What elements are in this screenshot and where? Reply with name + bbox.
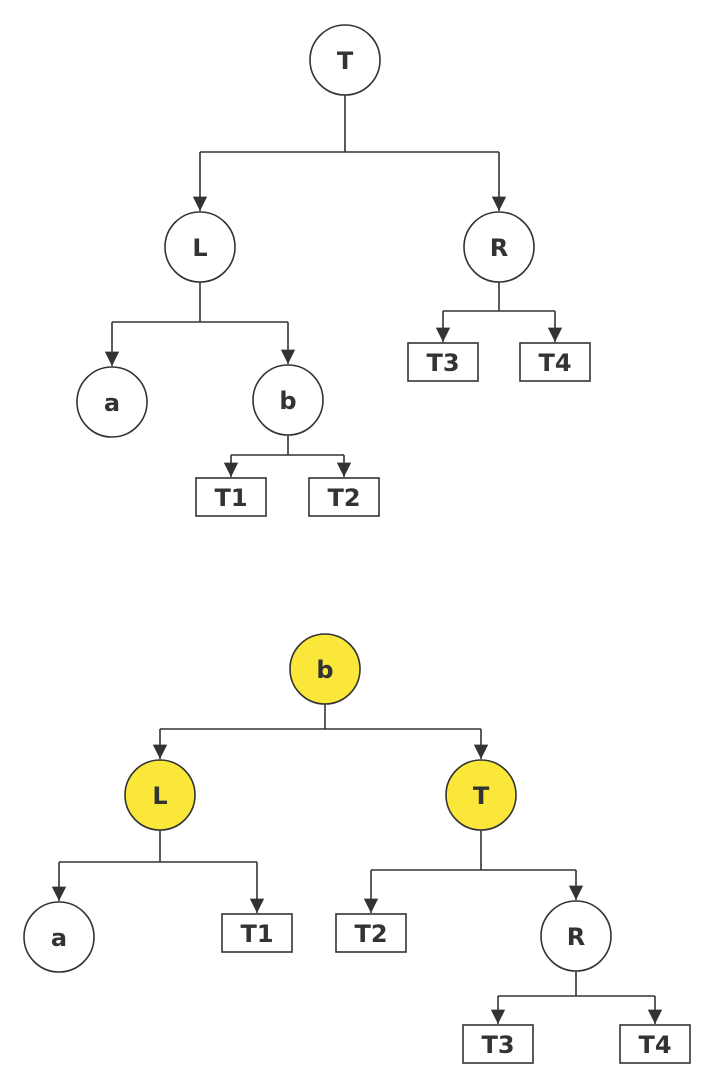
node-label: T3 <box>426 349 459 377</box>
node-label: a <box>104 389 120 417</box>
node-R: R <box>540 900 612 972</box>
node-label: T <box>337 47 354 75</box>
node-box <box>221 913 293 953</box>
node-circle <box>76 366 148 438</box>
node-box <box>619 1024 691 1064</box>
node-circle <box>289 633 361 705</box>
tree-before: T L Ra bT1 T2 T3 T4 <box>76 24 591 517</box>
node-T2: T2 <box>308 477 380 517</box>
node-T4: T4 <box>519 342 591 382</box>
node-T1: T1 <box>221 913 293 953</box>
node-T2: T2 <box>335 913 407 953</box>
node-T: T <box>309 24 381 96</box>
node-circle <box>124 759 196 831</box>
node-circle <box>23 901 95 973</box>
node-circle <box>463 211 535 283</box>
node-a: a <box>23 901 95 973</box>
node-label: T <box>473 782 490 810</box>
node-label: T4 <box>538 349 571 377</box>
tree-after: bL Ta T1 T2 R T3 T4 <box>23 633 691 1064</box>
node-circle <box>445 759 517 831</box>
node-label: b <box>279 387 296 415</box>
node-label: T1 <box>214 484 247 512</box>
node-a: a <box>76 366 148 438</box>
node-L: L <box>124 759 196 831</box>
node-label: L <box>192 234 207 262</box>
node-T1: T1 <box>195 477 267 517</box>
node-T3: T3 <box>407 342 479 382</box>
node-L: L <box>164 211 236 283</box>
node-box <box>308 477 380 517</box>
node-label: T1 <box>240 920 273 948</box>
node-b: b <box>289 633 361 705</box>
node-circle <box>309 24 381 96</box>
node-label: a <box>51 924 67 952</box>
node-box <box>462 1024 534 1064</box>
node-label: R <box>567 923 585 951</box>
node-R: R <box>463 211 535 283</box>
node-label: T2 <box>354 920 387 948</box>
node-box <box>407 342 479 382</box>
node-label: L <box>152 782 167 810</box>
node-label: b <box>316 656 333 684</box>
node-b: b <box>252 364 324 436</box>
node-box <box>335 913 407 953</box>
node-label: R <box>490 234 508 262</box>
node-box <box>195 477 267 517</box>
node-label: T2 <box>327 484 360 512</box>
node-box <box>519 342 591 382</box>
node-circle <box>252 364 324 436</box>
node-label: T4 <box>638 1031 671 1059</box>
node-circle <box>540 900 612 972</box>
node-T: T <box>445 759 517 831</box>
node-circle <box>164 211 236 283</box>
node-T4: T4 <box>619 1024 691 1064</box>
node-label: T3 <box>481 1031 514 1059</box>
node-T3: T3 <box>462 1024 534 1064</box>
